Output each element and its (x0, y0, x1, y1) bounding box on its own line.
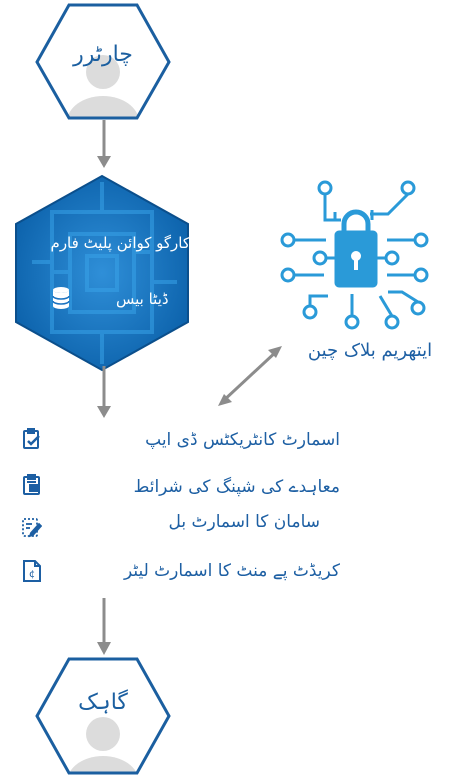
arrow-down-2 (97, 366, 111, 418)
person-head-icon (86, 55, 120, 89)
credit-letter-icon: ¢ (22, 560, 42, 582)
customer-label: گاہک (78, 690, 128, 715)
platform-hexagon (15, 174, 189, 372)
platform-title: کارگو کوائن پلیٹ فارم (50, 234, 190, 252)
bidirectional-arrow (218, 346, 282, 406)
svg-text:¢: ¢ (29, 569, 35, 580)
database-label: ڈیٹا بیس (116, 290, 169, 308)
item-label-4: کریڈٹ پے منٹ کا اسمارٹ لیٹر (123, 561, 340, 581)
item-label-3: سامان کا اسمارٹ بل (168, 512, 320, 532)
customer-node: گاہک (34, 654, 172, 778)
item-label-1: اسمارٹ کانٹریکٹس ڈی ایپ (145, 430, 340, 450)
arrow-down-3 (97, 598, 111, 655)
charterer-hexagon (35, 3, 171, 120)
customer-hexagon (35, 657, 171, 775)
blockchain-label: ایتھریم بلاک چین (307, 340, 433, 361)
platform-node: کارگو کوائن پلیٹ فارم ڈیٹا بیس (12, 172, 192, 372)
database-icon (52, 286, 70, 310)
blockchain-lock-icon (280, 180, 430, 330)
item-label-2: معاہدے کی شپنگ کی شرائط (133, 477, 340, 497)
person-head-icon (86, 717, 120, 751)
clipboard-check-icon (22, 428, 42, 450)
arrow-down-1 (97, 120, 111, 168)
charterer-label: چارٹرر (73, 42, 133, 67)
clipboard-document-icon (22, 474, 42, 496)
charterer-node: چارٹرر (34, 0, 172, 124)
person-body-icon (67, 96, 139, 118)
person-body-icon (67, 756, 139, 773)
notepad-pen-icon (22, 516, 43, 538)
